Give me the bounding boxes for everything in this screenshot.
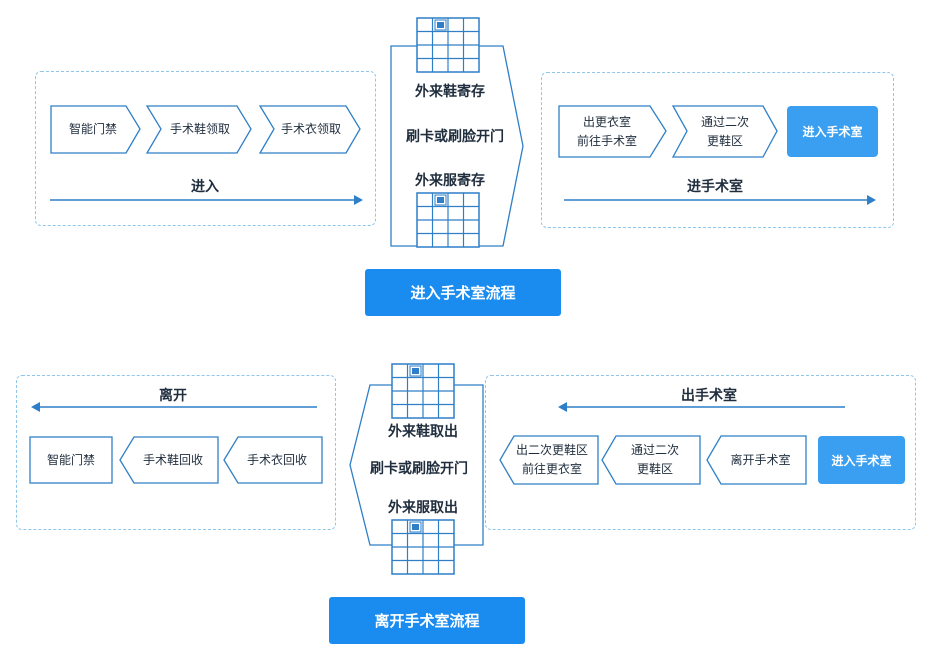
exit-center-label-unlock: 刷卡或刷脸开门 xyxy=(370,461,468,477)
entry-center-label-clothes: 外来服寄存 xyxy=(415,173,485,189)
entry-left-panel xyxy=(35,71,376,226)
chevron-shape xyxy=(119,436,219,484)
arrowhead xyxy=(31,402,40,412)
entry-step-shoe-pickup: 手术鞋领取 xyxy=(169,122,230,136)
entry-step-smart-gate: 智能门禁 xyxy=(68,122,117,136)
entry-step-second-shoe-area: 通过二次 更鞋区 xyxy=(700,114,749,148)
exit-step-gown-return: 手术衣回收 xyxy=(246,452,307,467)
arrowhead xyxy=(354,195,363,205)
exit-step-leave-second-shoe-area: 出二次更鞋区 前往更衣室 xyxy=(515,443,588,476)
exit-step-leave-or: 离开手术室 xyxy=(730,452,791,467)
exit-left-panel xyxy=(16,375,336,530)
exit-left-arrow-label: 离开 xyxy=(159,388,187,404)
chevron-shape xyxy=(50,105,141,154)
exit-step-shoe-return: 手术鞋回收 xyxy=(142,452,203,467)
entry-center-label-shoe: 外来鞋寄存 xyxy=(415,84,485,100)
cabinet-icon xyxy=(391,519,455,575)
cabinet-icon xyxy=(416,192,480,248)
chevron-shape xyxy=(706,435,807,485)
chevron-shape xyxy=(223,436,323,484)
entry-step-leave-changing-room: 出更衣室 前往手术室 xyxy=(576,114,637,148)
exit-center-label-shoe: 外来鞋取出 xyxy=(388,424,458,440)
exit-flow-button[interactable]: 离开手术室流程 xyxy=(329,597,525,644)
exit-step-smart-gate: 智能门禁 xyxy=(46,452,95,467)
entry-step-gown-pickup: 手术衣领取 xyxy=(280,122,341,136)
cabinet-icon xyxy=(391,363,455,419)
exit-step-second-shoe-area: 通过二次 更鞋区 xyxy=(630,443,679,476)
chevron-shape xyxy=(499,435,599,485)
exit-right-panel xyxy=(485,375,916,530)
chevron-shape xyxy=(671,105,778,158)
chevron-shape xyxy=(558,105,667,158)
entry-right-arrow-label: 进手术室 xyxy=(687,179,743,195)
entry-flow-button[interactable]: 进入手术室流程 xyxy=(365,269,561,316)
entry-left-arrow-label: 进入 xyxy=(191,179,219,195)
exit-right-arrow-label: 出手术室 xyxy=(681,388,737,404)
entry-center-label-unlock: 刷卡或刷脸开门 xyxy=(406,129,504,145)
arrowhead xyxy=(558,402,567,412)
exit-step-enter-or: 进入手术室 xyxy=(818,436,905,484)
entry-step-enter-or: 进入手术室 xyxy=(787,106,878,157)
arrowhead xyxy=(867,195,876,205)
entry-right-panel xyxy=(541,72,894,228)
step-box xyxy=(29,436,113,484)
chevron-shape xyxy=(258,105,361,154)
chevron-shape xyxy=(601,435,701,485)
exit-center-label-clothes: 外来服取出 xyxy=(388,500,458,516)
chevron-shape xyxy=(145,105,252,154)
cabinet-icon xyxy=(416,17,480,73)
